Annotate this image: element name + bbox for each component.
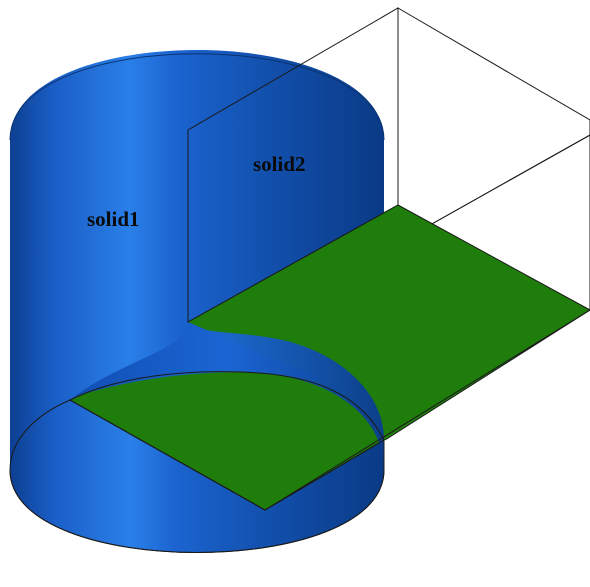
box-floor-edge — [187, 204, 590, 441]
solid1-label: solid1 — [87, 207, 140, 231]
cylinder-floor-region — [68, 371, 385, 511]
cylinder-inner-rim — [70, 322, 384, 470]
solid2-label: solid2 — [253, 152, 306, 176]
box-back-side-face — [397, 7, 590, 226]
box-floor — [70, 205, 590, 510]
cylinder-top-edge — [9, 53, 385, 141]
cylinder-bottom-rim — [9, 469, 385, 553]
box-floor-front-edge — [69, 309, 590, 511]
